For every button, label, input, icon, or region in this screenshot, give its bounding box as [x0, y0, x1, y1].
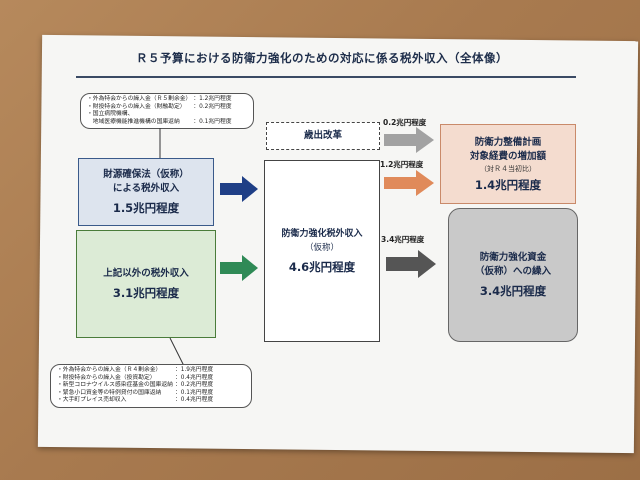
blue-arrow	[220, 176, 258, 202]
dark-arrow	[386, 250, 436, 278]
other-revenue-box: 上記以外の税外収入 3.1兆円程度	[76, 230, 216, 338]
orange-arrow	[384, 170, 434, 196]
defense-fund-box: 防衛力強化資金 （仮称）への繰入 3.4兆円程度	[448, 208, 578, 342]
note-row: ・外為特会からの繰入金（Ｒ５剰余金）：1.2兆円程度	[87, 96, 234, 104]
note-row: ・財投特会からの繰入金（財融勘定） ：0.2兆円程度	[87, 104, 234, 112]
note-row: 地域医療機能推進機構の国庫返納 ：0.1兆円程度	[87, 119, 234, 127]
note-value: ：0.4兆円程度	[174, 374, 214, 381]
note-label: ・財投特会からの繰入金（財融勘定）	[87, 103, 186, 110]
note-value: ：0.4兆円程度	[174, 397, 214, 404]
center-box: 防衛力強化税外収入 （仮称） 4.6兆円程度	[264, 160, 380, 342]
note-value: ：1.9兆円程度	[174, 367, 214, 373]
zaigen-line2: による税外収入	[112, 183, 180, 194]
note-row: ・国立病院機構、	[87, 111, 234, 119]
arrow-label-reform: 0.2兆円程度	[383, 118, 427, 127]
note-row: ・新型コロナウイルス感染症基金の国庫返納：0.2兆円程度	[57, 382, 215, 390]
note-label: ・新型コロナウイルス感染症基金の国庫返納	[57, 382, 173, 389]
reform-box: 歳出改革	[266, 122, 380, 150]
note-value: ：1.2兆円程度	[193, 96, 232, 102]
zaigen-box: 財源確保法（仮称） による税外収入 1.5兆円程度	[78, 158, 214, 226]
green-arrow	[220, 255, 258, 281]
zaigen-line1: 財源確保法（仮称）	[103, 169, 189, 180]
arrow-label-plan: 1.2兆円程度	[380, 160, 424, 169]
note-value: ：0.2兆円程度	[174, 382, 214, 389]
note-label: ・外為特会からの繰入金（Ｒ４剰余金）	[57, 367, 162, 373]
note-label: ・大手町プレイス売却収入	[57, 397, 127, 404]
note-value: ：0.1兆円程度	[174, 389, 214, 396]
note-row: ・外為特会からの繰入金（Ｒ４剰余金） ：1.9兆円程度	[57, 367, 215, 375]
arrow-label-fund: 3.4兆円程度	[381, 235, 425, 244]
plan-line1: 防衛力整備計画	[474, 136, 542, 148]
defense-plan-box: 防衛力整備計画 対象経費の増加額 （対Ｒ４当初比） 1.4兆円程度	[440, 124, 576, 204]
bottom-note: ・外為特会からの繰入金（Ｒ４剰余金） ：1.9兆円程度 ・財投特会からの繰入金（投…	[50, 364, 252, 408]
other-line1: 上記以外の税外収入	[103, 268, 189, 279]
note-label: ・財投特会からの繰入金（投資勘定）	[57, 374, 156, 381]
fund-line2: （仮称）への繰入	[474, 266, 551, 277]
note-value	[193, 111, 233, 119]
reform-label: 歳出改革	[303, 130, 342, 141]
note-label: ・国立病院機構、	[87, 111, 134, 118]
fund-amount: 3.4兆円程度	[479, 284, 547, 298]
note-value: ：0.1兆円程度	[193, 118, 232, 125]
note-label: 地域医療機能推進機構の国庫返納	[87, 118, 180, 125]
center-amount: 4.6兆円程度	[288, 260, 356, 274]
plan-line2: 対象経費の増加額	[469, 150, 546, 162]
fund-line1: 防衛力強化資金	[479, 252, 547, 263]
plan-amount: 1.4兆円程度	[474, 177, 542, 192]
note-label: ・緊急小口資金等の特例貸付の国庫返納	[57, 389, 162, 396]
top-note-pointer	[159, 128, 161, 158]
gray-arrow	[384, 127, 434, 153]
center-line1: 防衛力強化税外収入	[281, 229, 363, 239]
top-note: ・外為特会からの繰入金（Ｒ５剰余金）：1.2兆円程度 ・財投特会からの繰入金（財…	[80, 93, 254, 130]
note-row: ・大手町プレイス売却収入 ：0.4兆円程度	[57, 397, 215, 405]
title-underline	[76, 76, 576, 78]
page-title: Ｒ５予算における防衛力強化のための対応に係る税外収入（全体像）	[136, 51, 508, 65]
zaigen-amount: 1.5兆円程度	[112, 201, 180, 215]
plan-line3: （対Ｒ４当初比）	[480, 164, 536, 173]
bottom-note-pointer	[169, 337, 185, 367]
center-line2: （仮称）	[304, 243, 339, 253]
note-row: ・財投特会からの繰入金（投資勘定） ：0.4兆円程度	[57, 375, 215, 383]
note-label: ・外為特会からの繰入金（Ｒ５剰余金）	[87, 96, 192, 102]
note-value: ：0.2兆円程度	[193, 103, 232, 110]
other-amount: 3.1兆円程度	[112, 286, 180, 300]
note-row: ・緊急小口資金等の特例貸付の国庫返納 ：0.1兆円程度	[57, 390, 215, 398]
